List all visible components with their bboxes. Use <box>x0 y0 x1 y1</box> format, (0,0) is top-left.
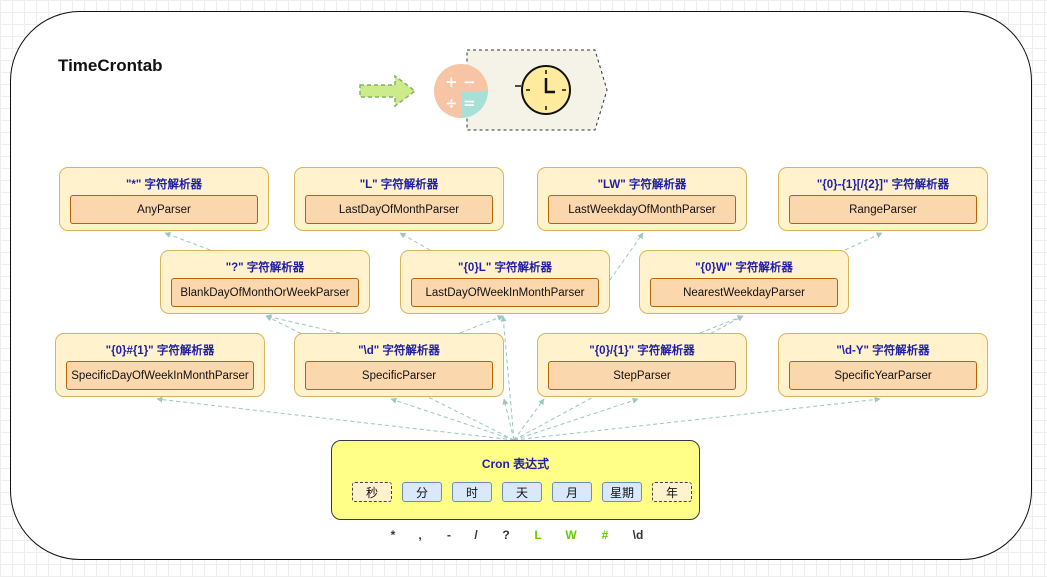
symbol-label: \d <box>632 528 644 542</box>
parser-group: "L" 字符解析器 LastDayOfMonthParser <box>294 167 504 231</box>
connector-arrow <box>265 314 341 334</box>
calculator-icon: + − ÷ = <box>434 64 488 118</box>
parser-group: "{0}W" 字符解析器 NearestWeekdayParser <box>639 250 849 314</box>
right-arrow-icon <box>359 74 417 108</box>
svg-text:−: − <box>463 73 476 91</box>
connector-arrow <box>399 232 431 251</box>
parser-group: "{0}L" 字符解析器 LastDayOfWeekInMonthParser <box>400 250 610 314</box>
parser-group: "?" 字符解析器 BlankDayOfMonthOrWeekParser <box>160 250 370 314</box>
connector-arrow <box>156 396 515 441</box>
parser-group-label: "{0}#{1}" 字符解析器 <box>105 345 215 357</box>
parser-box: LastDayOfMonthParser <box>305 195 493 224</box>
cron-expression-box: Cron 表达式 秒分时天月星期年 <box>331 440 700 520</box>
page-title: TimeCrontab <box>58 56 163 75</box>
connector-arrow <box>844 232 883 251</box>
connector-arrow <box>513 397 639 441</box>
svg-text:=: = <box>463 94 476 112</box>
parser-box: RangeParser <box>789 195 977 224</box>
parser-group: "\d" 字符解析器 SpecificParser <box>294 333 504 397</box>
connector-arrow <box>459 315 504 334</box>
connector-arrow <box>513 396 881 441</box>
parser-group-label: "?" 字符解析器 <box>225 262 305 274</box>
parser-group-label: "{0}L" 字符解析器 <box>458 262 552 274</box>
cron-title: Cron 表达式 <box>481 457 550 471</box>
symbol-label: L <box>534 528 542 542</box>
connector-arrow <box>390 397 515 441</box>
parser-box: SpecificYearParser <box>789 361 977 390</box>
parser-box: BlankDayOfMonthOrWeekParser <box>171 278 359 307</box>
parser-group: "LW" 字符解析器 LastWeekdayOfMonthParser <box>537 167 747 231</box>
header-illustration: + − ÷ = <box>359 49 608 131</box>
parser-group-label: "{0}W" 字符解析器 <box>695 262 793 274</box>
symbol-label: / <box>474 528 478 542</box>
symbol-label: # <box>601 528 609 542</box>
clock-icon <box>515 65 571 115</box>
connector-arrow <box>513 398 545 441</box>
parser-group: "*" 字符解析器 AnyParser <box>59 167 269 231</box>
parser-box: LastDayOfWeekInMonthParser <box>411 278 599 307</box>
cron-field: 月 <box>552 482 592 502</box>
parser-box: NearestWeekdayParser <box>650 278 838 307</box>
parser-group-label: "*" 字符解析器 <box>125 179 203 191</box>
symbol-label: ? <box>502 528 510 542</box>
cron-field: 天 <box>502 482 542 502</box>
svg-text:+: + <box>445 73 458 91</box>
parser-group-label: "\d-Y" 字符解析器 <box>836 345 930 357</box>
parser-group-label: "\d" 字符解析器 <box>358 345 440 357</box>
symbol-label: - <box>447 528 451 542</box>
parser-group-label: "L" 字符解析器 <box>359 179 439 191</box>
connector-arrow <box>164 232 211 251</box>
connector-arrow <box>500 315 515 441</box>
parser-box: SpecificParser <box>305 361 493 390</box>
symbol-label: , <box>418 528 422 542</box>
symbol-label: * <box>390 528 396 542</box>
parser-group: "{0}/{1}" 字符解析器 StepParser <box>537 333 747 397</box>
parser-box: LastWeekdayOfMonthParser <box>548 195 736 224</box>
svg-text:÷: ÷ <box>445 94 458 112</box>
symbol-label: W <box>565 528 577 542</box>
parser-group: "\d-Y" 字符解析器 SpecificYearParser <box>778 333 988 397</box>
parser-group: "{0}#{1}" 字符解析器 SpecificDayOfWeekInMonthP… <box>55 333 265 397</box>
cron-field: 分 <box>402 482 442 502</box>
symbol-legend: *, - /? L W # \d <box>0 528 1047 546</box>
connector-arrow <box>699 315 744 334</box>
cron-field: 时 <box>452 482 492 502</box>
parser-box: SpecificDayOfWeekInMonthParser <box>66 361 254 390</box>
parser-box: StepParser <box>548 361 736 390</box>
parser-group-label: "{0}-{1}[/{2}]" 字符解析器 <box>816 179 950 191</box>
parser-box: AnyParser <box>70 195 258 224</box>
connector-arrow <box>502 398 515 441</box>
cron-field: 星期 <box>602 482 642 502</box>
parser-group: "{0}-{1}[/{2}]" 字符解析器 RangeParser <box>778 167 988 231</box>
cron-field: 年 <box>652 482 692 502</box>
parser-group-label: "{0}/{1}" 字符解析器 <box>589 345 695 357</box>
cron-field: 秒 <box>352 482 392 502</box>
parser-group-label: "LW" 字符解析器 <box>597 179 687 191</box>
connector-arrow <box>609 232 644 281</box>
